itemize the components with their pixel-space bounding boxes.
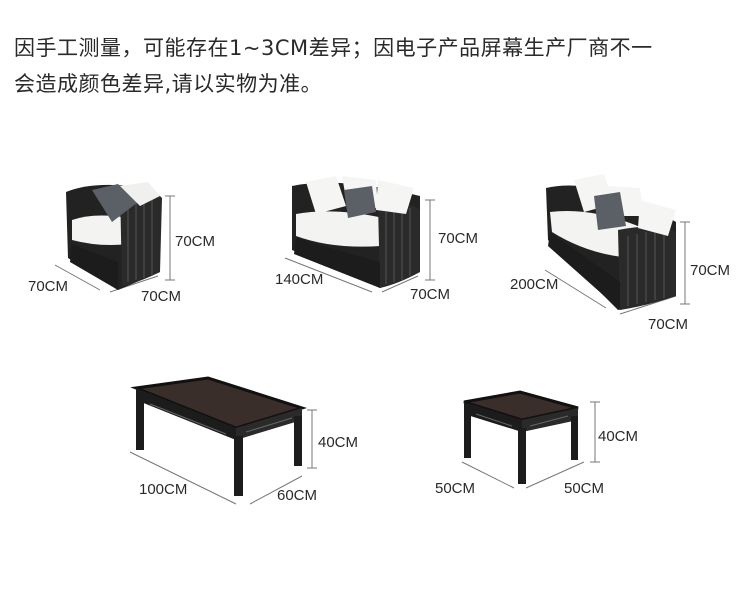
double-sofa-height: 70CM — [438, 230, 479, 247]
double-sofa-length: 140CM — [275, 271, 324, 288]
triple-sofa-length: 200CM — [510, 276, 559, 293]
disclaimer-line-2: 会造成颜色差异,请以实物为准。 — [14, 72, 323, 96]
disclaimer-line-1: 因手工测量，可能存在1~3CM差异；因电子产品屏幕生产厂商不一 — [14, 36, 653, 60]
size-disclaimer: 因手工测量，可能存在1~3CM差异；因电子产品屏幕生产厂商不一 会造成颜色差异,… — [14, 30, 744, 102]
double-sofa-depth: 70CM — [410, 286, 451, 303]
single-sofa-height: 70CM — [175, 233, 216, 250]
small-coffee-table-height: 40CM — [598, 428, 639, 445]
single-sofa-depth: 70CM — [28, 278, 69, 295]
triple-sofa-height: 70CM — [690, 262, 731, 279]
small-coffee-table-length: 50CM — [435, 480, 476, 497]
single-sofa-width: 70CM — [141, 288, 182, 305]
large-coffee-table-height: 40CM — [318, 434, 359, 451]
large-coffee-table-length: 100CM — [139, 481, 188, 498]
large-coffee-table-depth: 60CM — [277, 487, 318, 504]
small-coffee-table-depth: 50CM — [564, 480, 605, 497]
triple-sofa-depth: 70CM — [648, 316, 689, 333]
